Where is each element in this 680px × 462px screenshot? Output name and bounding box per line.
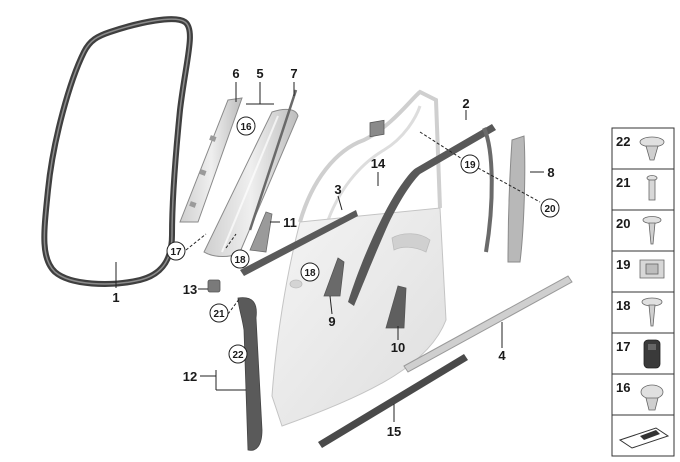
- callout-11: 11: [283, 215, 297, 230]
- circled-refs: 16 17 18 18 19 20 21 22: [166, 116, 560, 364]
- leader-lines: [115, 82, 544, 422]
- callout-14: 14: [371, 156, 386, 171]
- doc-reference-icon: [618, 427, 670, 449]
- callout-12: 12: [183, 369, 197, 384]
- svg-text:18: 18: [234, 255, 246, 266]
- grommet-icon: [643, 339, 661, 369]
- trim-panel-8: [507, 135, 526, 263]
- circle-ref-21: 21: [209, 303, 229, 323]
- callout-9: 9: [328, 314, 335, 329]
- sill-strip-4: [403, 275, 573, 373]
- legend-num-17: 17: [616, 339, 630, 354]
- lower-pillar-trim-12: [237, 297, 263, 451]
- bracket-11: [249, 211, 273, 253]
- fastener-legend: 22 21 20 19 18 17: [611, 127, 675, 457]
- callout-labels: 1 2 3 4 5 6 7 8 9 10 11 12 13 14 15: [112, 66, 554, 439]
- circle-ref-18b: 18: [300, 262, 320, 282]
- callout-6: 6: [232, 66, 239, 81]
- door-panel: [271, 207, 447, 427]
- svg-text:16: 16: [240, 122, 252, 133]
- callout-10: 10: [391, 340, 405, 355]
- svg-text:17: 17: [170, 247, 182, 258]
- circle-ref-19: 19: [460, 154, 480, 174]
- legend-num-18: 18: [616, 298, 630, 313]
- callout-3: 3: [334, 182, 341, 197]
- push-clip-icon: [639, 136, 665, 161]
- svg-text:22: 22: [232, 350, 244, 361]
- legend-num-21: 21: [616, 175, 630, 190]
- window-channel-3: [240, 210, 358, 276]
- lower-seal-15: [318, 354, 468, 448]
- callout-7: 7: [290, 66, 297, 81]
- legend-num-19: 19: [616, 257, 630, 272]
- corner-piece-9: [323, 257, 345, 297]
- pin-rivet-icon: [646, 175, 658, 201]
- circle-ref-18a: 18: [230, 249, 250, 269]
- svg-text:21: 21: [213, 309, 225, 320]
- screw-icon: [642, 216, 662, 245]
- callout-8: 8: [547, 165, 554, 180]
- door-seal-ring: [41, 16, 193, 287]
- callout-4: 4: [498, 348, 506, 363]
- circle-ref-16: 16: [236, 116, 256, 136]
- svg-text:19: 19: [464, 160, 476, 171]
- expanding-clip-icon: [640, 384, 664, 411]
- screw-washer-icon: [641, 297, 663, 327]
- svg-text:20: 20: [544, 204, 556, 215]
- circle-ref-22: 22: [228, 344, 248, 364]
- callout-1: 1: [112, 290, 119, 305]
- circle-ref-17: 17: [166, 241, 186, 261]
- pillar-trim-6: [179, 97, 243, 223]
- callout-5: 5: [256, 66, 263, 81]
- circle-ref-20: 20: [540, 198, 560, 218]
- cap-13: [207, 279, 221, 293]
- callout-13: 13: [183, 282, 197, 297]
- callout-15: 15: [387, 424, 401, 439]
- clip-14: [369, 119, 385, 138]
- frame-seal-2: [348, 124, 496, 306]
- clip-nut-icon: [639, 259, 665, 279]
- seal-strip-7: [248, 89, 298, 231]
- door-frame-outline: [298, 89, 442, 227]
- legend-num-22: 22: [616, 134, 630, 149]
- legend-num-16: 16: [616, 380, 630, 395]
- callout-2: 2: [462, 96, 469, 111]
- legend-num-20: 20: [616, 216, 630, 231]
- svg-text:18: 18: [304, 268, 316, 279]
